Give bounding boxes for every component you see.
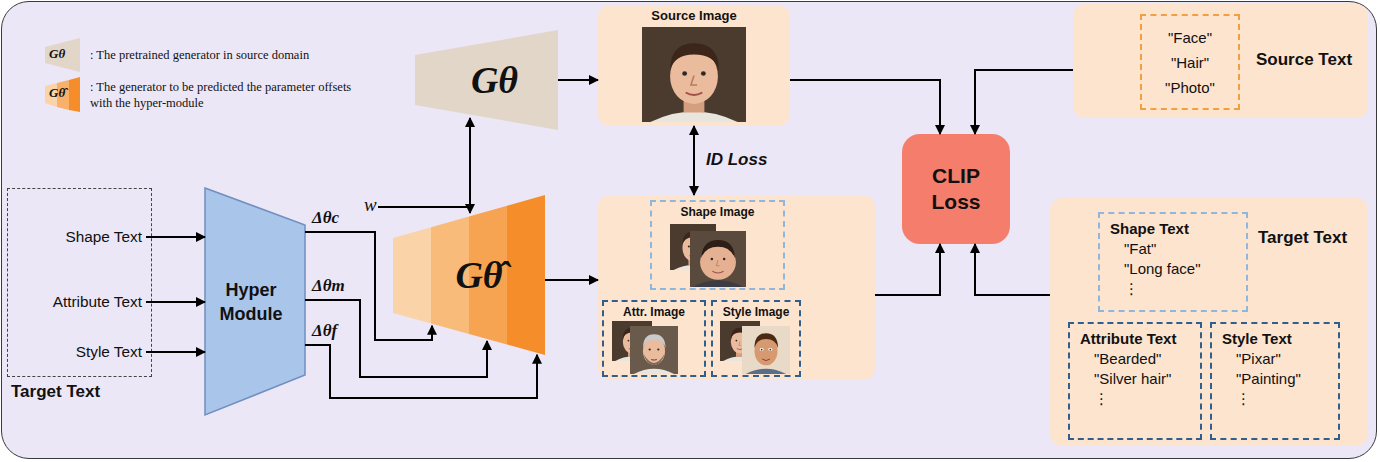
edge-label: Δθm	[312, 276, 345, 296]
connector	[790, 80, 940, 134]
source-text-panel: Source Text "Face""Hair""Photo"	[1073, 4, 1368, 118]
shape-fill	[205, 188, 305, 415]
connector	[558, 79, 598, 81]
edge-label-holder: ID Loss	[706, 150, 767, 170]
connector	[875, 244, 940, 295]
node-text: ⋮	[1124, 280, 1139, 298]
connector	[975, 244, 1050, 295]
connector	[305, 232, 432, 340]
label-text: Gθ	[49, 46, 65, 62]
label-holder: w	[364, 194, 377, 216]
label-text: Gθ̂	[49, 85, 65, 101]
node-text: Hyper Module	[215, 278, 287, 326]
label-holder: Gθ	[49, 46, 65, 62]
node-text: "Painting"	[1236, 370, 1301, 387]
text-input: Style Text	[22, 340, 142, 364]
connector	[545, 279, 598, 281]
target-text-panel: Target TextShape Text"Fat""Long face"⋮At…	[1050, 198, 1368, 446]
node-text: Source Text	[1256, 50, 1352, 70]
edge-label-holder: Δθc	[312, 208, 339, 228]
connector	[305, 300, 487, 377]
text-input: Shape Text	[22, 225, 142, 249]
target-text-group: Target Text Shape TextAttribute TextStyle…	[7, 188, 152, 403]
node-text: Target Text	[1258, 228, 1347, 248]
edge-label: ID Loss	[706, 150, 767, 170]
connector	[146, 301, 205, 303]
legend-icons	[45, 38, 80, 112]
node-text: ⋮	[1094, 390, 1109, 408]
node-text: Style Text	[76, 343, 142, 361]
text-input: Attribute Text	[22, 290, 142, 314]
node-text: "Bearded"	[1094, 350, 1161, 367]
node-text: "Face"	[1168, 25, 1212, 50]
connector	[305, 345, 537, 398]
node-text: Attribute Text	[1080, 330, 1176, 347]
source-generator-icon	[45, 38, 80, 72]
connector	[693, 126, 695, 195]
latent-wire	[378, 118, 470, 213]
label-holder: Gθ̂	[49, 85, 65, 101]
target-generator-icon	[69, 77, 80, 112]
node-text: Target Text	[11, 382, 100, 402]
connector	[146, 351, 205, 353]
connector	[975, 70, 1073, 134]
shape-text-box: Shape Text "Fat" "Long face" ⋮	[1098, 212, 1248, 312]
node-text: "Photo"	[1165, 75, 1215, 100]
face-images	[612, 27, 790, 374]
node-text: Attr. Image	[623, 305, 685, 319]
connector	[146, 236, 205, 238]
hyper-module: Hyper Module	[205, 188, 305, 415]
node-text: "Silver hair"	[1094, 370, 1171, 387]
legend-text: : The pretrained generator in source dom…	[90, 47, 420, 63]
edge-label-holder: Δθf	[312, 321, 337, 341]
shape-fill	[393, 227, 431, 323]
node-text: ⋮	[1236, 390, 1251, 408]
shape-outline	[205, 188, 305, 415]
attribute-text-box: Attribute Text "Bearded" "Silver hair" ⋮	[1068, 322, 1202, 440]
node-text: Attribute Text	[53, 293, 142, 311]
clip-loss-box: CLIP Loss	[902, 134, 1010, 244]
node-text: Gθ	[471, 58, 518, 102]
edge-label-holder: Δθm	[312, 276, 345, 296]
shape-fill	[507, 195, 545, 355]
node-text: "Long face"	[1124, 260, 1201, 277]
node-text: Shape Text	[65, 228, 142, 246]
node-text: "Fat"	[1124, 240, 1156, 257]
legend-text: : The generator to be predicted the para…	[90, 79, 375, 111]
edge-label: Δθc	[312, 208, 339, 228]
legend-item: : The pretrained generator in source dom…	[90, 47, 420, 63]
node-text: Source Image	[651, 8, 736, 23]
node-text: Gθ̂	[455, 253, 502, 297]
node-text: Style Image	[723, 305, 790, 319]
label-text: w	[364, 194, 377, 216]
node-text: Shape Text	[1110, 220, 1189, 237]
node-text: "Pixar"	[1236, 350, 1281, 367]
style-text-box: Style Text "Pixar" "Painting" ⋮	[1210, 322, 1340, 440]
source-generator: Gθ	[415, 30, 558, 130]
node-text: Shape Image	[680, 205, 754, 219]
edge-label: Δθf	[312, 321, 337, 341]
node-text: CLIP Loss	[916, 163, 996, 215]
target-generator: Gθ̂	[393, 195, 545, 355]
node-text: "Hair"	[1171, 50, 1209, 75]
shape-fill	[415, 30, 558, 130]
node-text: Style Text	[1222, 330, 1292, 347]
source-text-box: "Face""Hair""Photo"	[1140, 14, 1240, 110]
legend-item: : The generator to be predicted the para…	[90, 79, 375, 111]
